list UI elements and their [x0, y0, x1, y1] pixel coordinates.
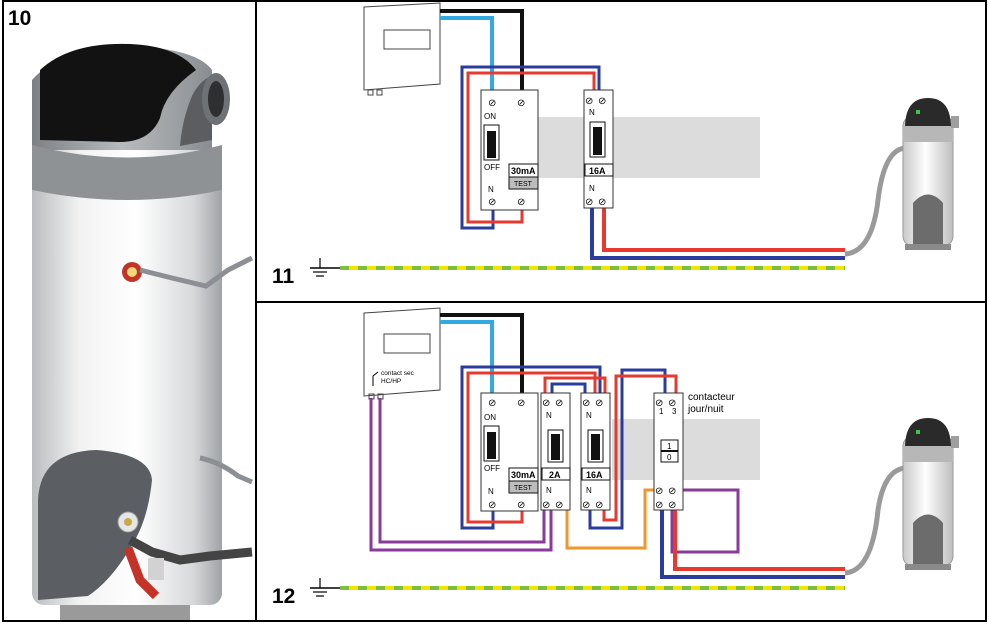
svg-text:⊘: ⊘ [517, 398, 525, 409]
breaker-16a-rating-label: 16A [586, 470, 603, 480]
rcd-neutral-label: N [488, 185, 494, 194]
heat-pump-water-heater-bottom [902, 417, 960, 571]
svg-text:⊘: ⊘ [488, 98, 496, 109]
svg-text:⊘: ⊘ [488, 398, 496, 409]
rcd2-test-label: TEST [514, 485, 533, 492]
breaker-16a-neutral-label-2: N [586, 486, 592, 495]
mounting-rail-2 [612, 419, 760, 480]
panel-number-11: 11 [272, 265, 295, 288]
rcd-rating-label: 30mA [511, 166, 536, 176]
contactor-terminal-3: 3 [672, 407, 677, 416]
panel-number-10: 10 [8, 7, 31, 30]
breaker-2a-neutral-label-2: N [546, 486, 552, 495]
svg-text:⊘: ⊘ [668, 486, 676, 497]
mounting-rail [530, 117, 760, 178]
dry-contact-label-2: HC/HP [381, 378, 401, 385]
contactor-terminal-1: 1 [659, 407, 664, 416]
panel-number-12: 12 [272, 585, 295, 608]
rcd2-rating-label: 30mA [511, 470, 536, 480]
svg-text:⊘: ⊘ [542, 500, 550, 511]
svg-text:⊘: ⊘ [517, 98, 525, 109]
svg-text:⊘: ⊘ [542, 398, 550, 409]
svg-text:⊘: ⊘ [585, 96, 593, 107]
svg-text:⊘: ⊘ [595, 500, 603, 511]
svg-text:⊘: ⊘ [655, 486, 663, 497]
svg-text:⊘: ⊘ [655, 398, 663, 409]
breaker-neutral-label: N [589, 108, 595, 117]
contactor-label-1: contacteur [688, 392, 735, 403]
svg-text:⊘: ⊘ [598, 96, 606, 107]
rcd2-off-label: OFF [484, 464, 500, 473]
contactor-label-2: jour/nuit [687, 404, 724, 415]
svg-text:⊘: ⊘ [595, 398, 603, 409]
svg-text:⊘: ⊘ [668, 398, 676, 409]
top-wiring-diagram: ⊘ ⊘ ⊘ ⊘ ON OFF N 30mA TEST ⊘ ⊘ ⊘ ⊘ N 16A… [310, 2, 960, 277]
svg-text:⊘: ⊘ [582, 500, 590, 511]
rcd2-neutral-label: N [488, 487, 494, 496]
svg-text:⊘: ⊘ [488, 197, 496, 208]
svg-text:⊘: ⊘ [555, 500, 563, 511]
svg-text:⊘: ⊘ [517, 500, 525, 511]
bottom-wiring-diagram: contact sec HC/HP ⊘ ⊘ ⊘ ⊘ ON [310, 307, 960, 597]
breaker-neutral-label-2: N [589, 184, 595, 193]
svg-text:⊘: ⊘ [517, 197, 525, 208]
rcd-on-label: ON [484, 112, 496, 121]
contactor-switch-1: 1 [667, 442, 672, 451]
breaker-2a-neutral-label: N [546, 411, 552, 420]
breaker-2a-rating-label: 2A [549, 470, 561, 480]
svg-text:⊘: ⊘ [582, 398, 590, 409]
svg-text:⊘: ⊘ [585, 197, 593, 208]
breaker-16a-neutral-label: N [586, 411, 592, 420]
svg-text:⊘: ⊘ [488, 500, 496, 511]
rcd2-on-label: ON [484, 413, 496, 422]
water-heater-photo [5, 3, 255, 620]
svg-text:⊘: ⊘ [598, 197, 606, 208]
contactor-switch-0: 0 [667, 453, 672, 462]
breaker-rating-label: 16A [589, 166, 606, 176]
dry-contact-label-1: contact sec [381, 370, 415, 377]
rcd-off-label: OFF [484, 163, 500, 172]
heat-pump-water-heater-top [902, 97, 960, 251]
svg-text:⊘: ⊘ [668, 500, 676, 511]
svg-text:⊘: ⊘ [555, 398, 563, 409]
svg-text:⊘: ⊘ [655, 500, 663, 511]
rcd-test-label: TEST [514, 181, 533, 188]
